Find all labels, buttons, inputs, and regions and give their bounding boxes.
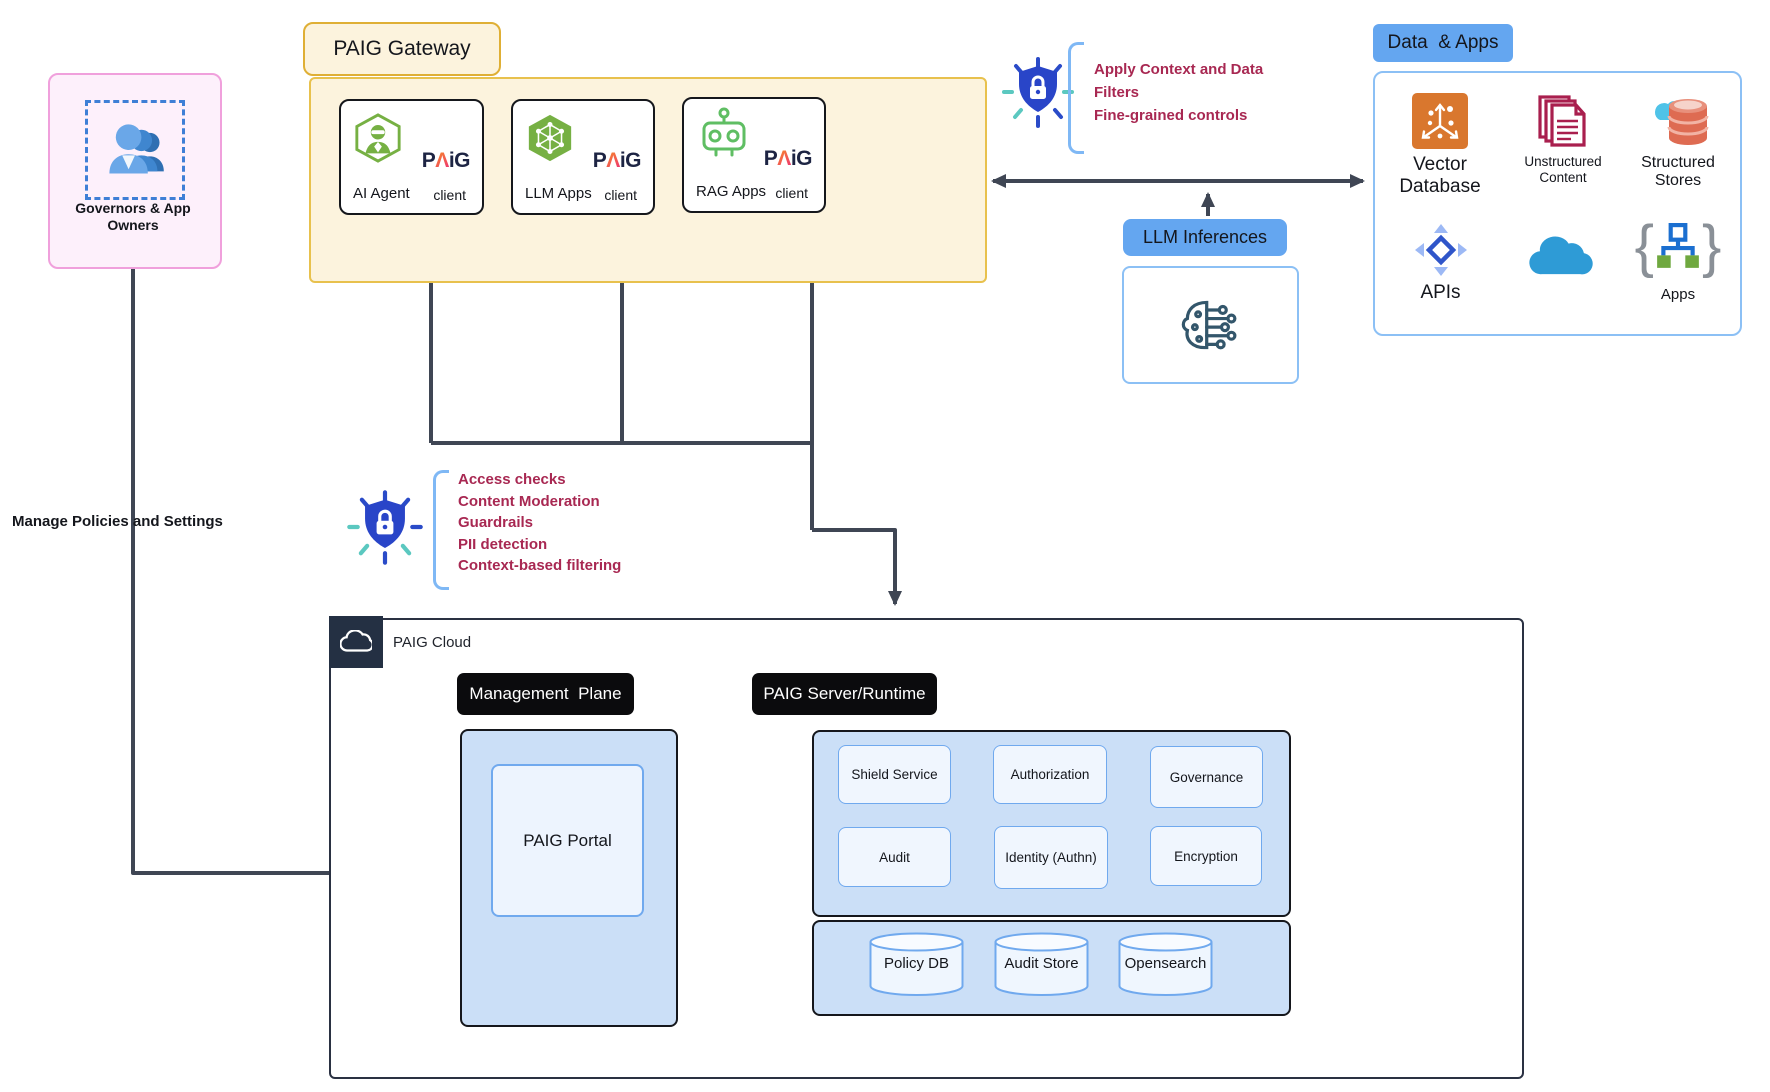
paig-client-label: client — [775, 185, 808, 201]
paig-server-runtime-tag: PAIG Server/Runtime — [752, 673, 937, 715]
rag-apps-icon — [696, 107, 752, 166]
llm-apps-icon — [525, 113, 575, 168]
data-item-label: Unstructured Content — [1524, 154, 1602, 185]
governors-dashed-frame — [85, 100, 185, 200]
database-cylinder: Opensearch — [1117, 931, 1214, 997]
paig-logo: PΛiG — [763, 147, 813, 170]
top-shield-note: Apply Context and Data Filters Fine-grai… — [1094, 61, 1264, 124]
management-plane-tag: Management Plane — [457, 673, 634, 715]
vector-database-icon — [1412, 93, 1468, 149]
data-item-label: Vector Database — [1399, 154, 1481, 197]
manage-policies-label: Manage Policies and Settings — [12, 513, 223, 530]
database-cylinder: Policy DB — [868, 931, 965, 997]
store-label: Policy DB — [883, 955, 950, 972]
cloud-icon — [1529, 236, 1593, 275]
data-item-label: Apps — [1660, 286, 1696, 303]
apis-item: APIs — [1398, 222, 1483, 304]
governors-box — [48, 73, 222, 269]
card-label: AI Agent — [353, 185, 410, 202]
top-note-bracket — [1068, 42, 1084, 154]
paig-logo: PΛiG — [592, 149, 642, 172]
llm-inferences-box — [1122, 266, 1299, 384]
service-chip: Shield Service — [838, 745, 951, 804]
service-chip: Authorization — [993, 745, 1107, 804]
shield-lock-icon-top — [998, 52, 1078, 137]
service-chip: Governance — [1150, 746, 1263, 808]
shield-lock-icon-mid — [343, 485, 427, 574]
service-chip: Audit — [838, 827, 951, 887]
apps-item: { } Apps — [1628, 212, 1728, 303]
vector-database-item: Vector Database — [1390, 92, 1490, 198]
paig-client-label: client — [604, 187, 637, 203]
store-label: Opensearch — [1124, 955, 1207, 972]
llm-inferences-tag: LLM Inferences — [1123, 219, 1287, 256]
card-label: LLM Apps — [525, 185, 592, 202]
structured-stores-icon — [1654, 99, 1709, 145]
unstructured-content-icon — [1538, 95, 1586, 147]
service-chip: Identity (Authn) — [994, 826, 1108, 889]
apis-icon — [1414, 224, 1467, 276]
store-label: Audit Store — [1004, 955, 1079, 972]
cloud-item — [1510, 234, 1610, 282]
ai-brain-icon — [1181, 300, 1236, 350]
database-icon — [869, 932, 964, 996]
people-group-icon — [109, 124, 164, 174]
database-icon — [1118, 932, 1213, 996]
paig-cloud-title: PAIG Cloud — [393, 634, 472, 651]
ai-agent-card: AI Agent PΛiG client — [339, 99, 484, 215]
cloud-outline-icon — [340, 630, 372, 652]
data-item-label: APIs — [1420, 282, 1461, 303]
paig-cloud-tab — [329, 616, 383, 668]
service-chip: Encryption — [1150, 826, 1262, 886]
apps-icon: { } — [1634, 214, 1722, 279]
data-apps-tag: Data & Apps — [1373, 24, 1513, 62]
structured-stores-item: Structured Stores — [1628, 88, 1728, 191]
paig-logo: PΛiG — [421, 149, 471, 172]
paig-gateway-title: PAIG Gateway — [303, 22, 501, 76]
rag-apps-card: RAG Apps PΛiG client — [682, 97, 826, 213]
database-cylinder: Audit Store — [993, 931, 1090, 997]
ai-agent-icon — [353, 113, 403, 168]
data-item-label: Structured Stores — [1641, 154, 1715, 190]
mid-shield-note: Access checks Content Moderation Guardra… — [458, 471, 622, 574]
card-label: RAG Apps — [696, 183, 767, 200]
paig-portal-box: PAIG Portal — [491, 764, 644, 917]
database-icon — [994, 932, 1089, 996]
governors-label: Governors & App Owners — [75, 200, 191, 233]
llm-apps-card: LLM Apps PΛiG client — [511, 99, 655, 215]
paig-client-label: client — [433, 187, 466, 203]
mid-note-bracket — [433, 470, 449, 590]
unstructured-content-item: Unstructured Content — [1508, 94, 1618, 185]
